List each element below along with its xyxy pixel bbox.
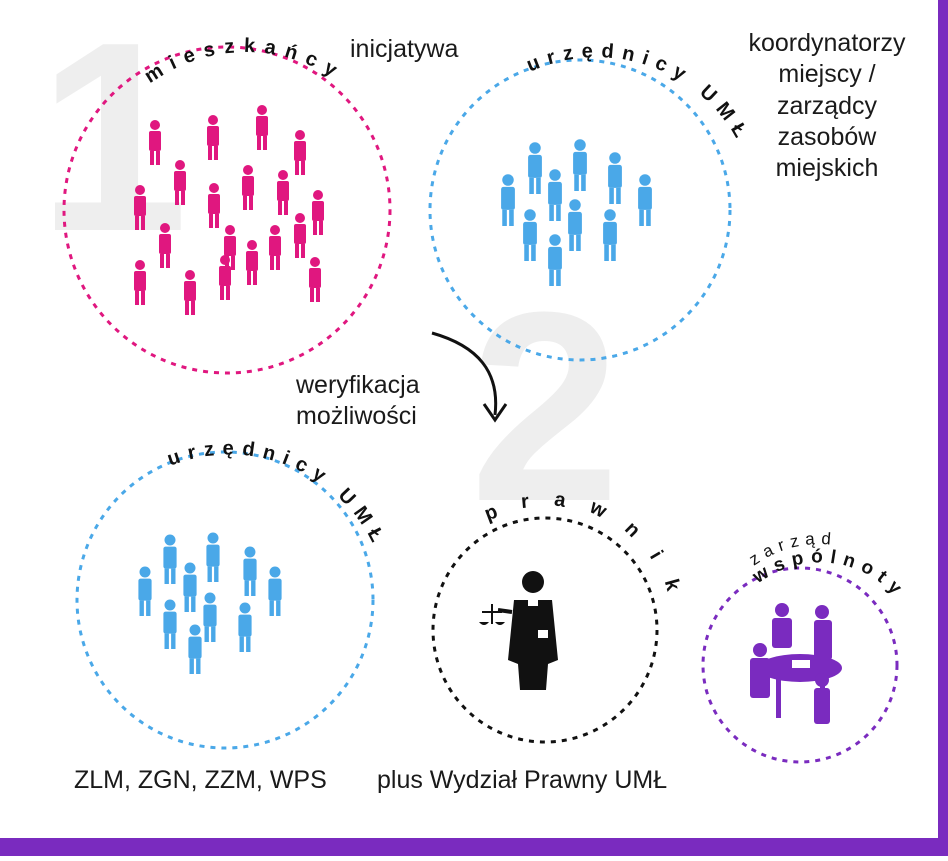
coordinators-label-line: miejskich [775, 154, 879, 182]
lawyer-circle [431, 516, 659, 744]
legal-dept-label: plus Wydział Prawny UMŁ [377, 766, 668, 794]
right-border-bar [938, 0, 948, 856]
arrow-head-icon [482, 403, 508, 423]
lawyer-with-scales-illustration [479, 571, 558, 690]
crowd-of-residents-illustration [134, 105, 324, 315]
verification-label-line: możliwości [296, 402, 417, 431]
community-board-circle [701, 566, 899, 764]
initiative-label: inicjatywa [350, 35, 459, 63]
group-of-officials-illustration [138, 532, 282, 674]
verification-label-line: weryfikacja [296, 371, 420, 399]
meeting-at-table-illustration [750, 603, 842, 724]
coordinators-label-line: zasobów [777, 122, 877, 151]
officials-top-circle [428, 58, 732, 362]
bottom-border-bar [0, 838, 948, 856]
group-of-officials-illustration [501, 139, 652, 286]
coordinators-label-line: koordynatorzy [748, 29, 906, 57]
units-label: ZLM, ZGN, ZZM, WPS [74, 766, 327, 794]
officials-bottom-circle [75, 450, 375, 750]
residents-circle [62, 45, 392, 375]
coordinators-label-line: miejscy / [778, 60, 876, 89]
coordinators-label-line: zarządcy [776, 91, 878, 120]
verification-label: weryfikacja możliwości [296, 370, 420, 433]
verification-arrow [431, 331, 498, 416]
officials-top-arc-label: urzędnicy UMŁ [524, 40, 756, 148]
